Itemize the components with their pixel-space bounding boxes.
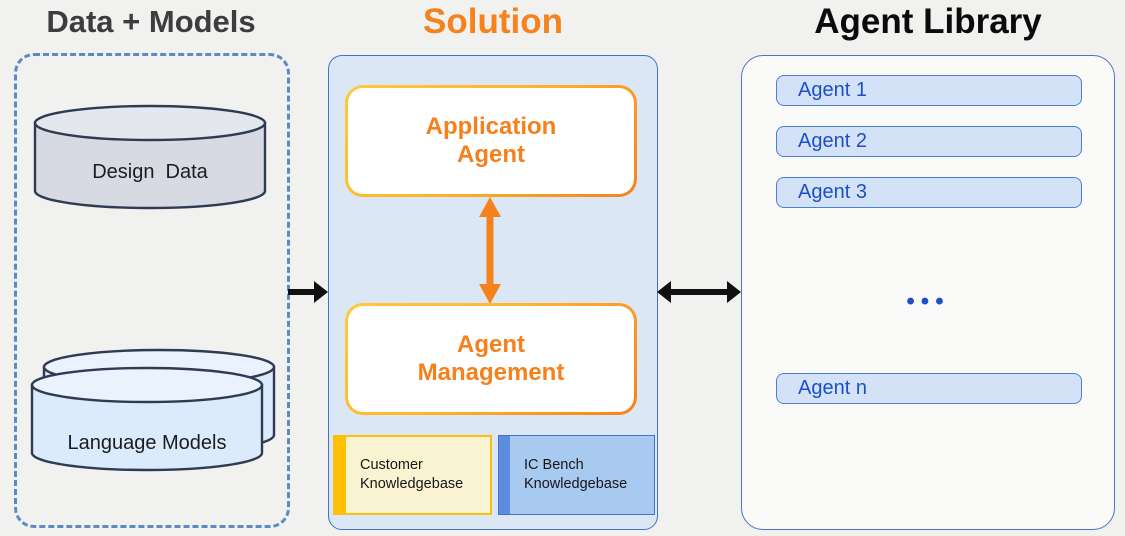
agent-management-box: Agent Management [345, 303, 637, 415]
agent-library-title: Agent Library [814, 2, 1042, 41]
solution-title: Solution [423, 2, 563, 41]
customer-knowledgebase-label: Customer Knowledgebase [360, 456, 464, 492]
icbench-knowledgebase-label: IC Bench Knowledgebase [524, 456, 628, 492]
gold-accent-bar [335, 437, 346, 513]
data-to-solution-arrow-icon [288, 281, 328, 303]
data-models-title: Data + Models [46, 4, 256, 39]
solution-library-bidirectional-arrow-icon [657, 281, 741, 303]
language-models-cylinders-icon [30, 348, 276, 472]
application-agent-box: Application Agent [345, 85, 637, 197]
customer-knowledgebase-card: Customer Knowledgebase [333, 435, 492, 515]
application-agent-label: Application Agent [348, 88, 634, 194]
agent-item-n: Agent n [776, 373, 1082, 404]
agent-item-1: Agent 1 [776, 75, 1082, 106]
language-models-label: Language Models [67, 432, 227, 454]
agent-list-ellipsis: ••• [906, 288, 950, 315]
design-data-label: Design Data [92, 161, 208, 183]
agents-bidirectional-arrow-icon [479, 197, 501, 304]
agent-item-3: Agent 3 [776, 177, 1082, 208]
agent-management-label: Agent Management [348, 306, 634, 412]
design-data-cylinder-icon [33, 104, 267, 210]
blue-accent-bar [499, 436, 510, 514]
icbench-knowledgebase-card: IC Bench Knowledgebase [498, 435, 655, 515]
agent-item-2: Agent 2 [776, 126, 1082, 157]
